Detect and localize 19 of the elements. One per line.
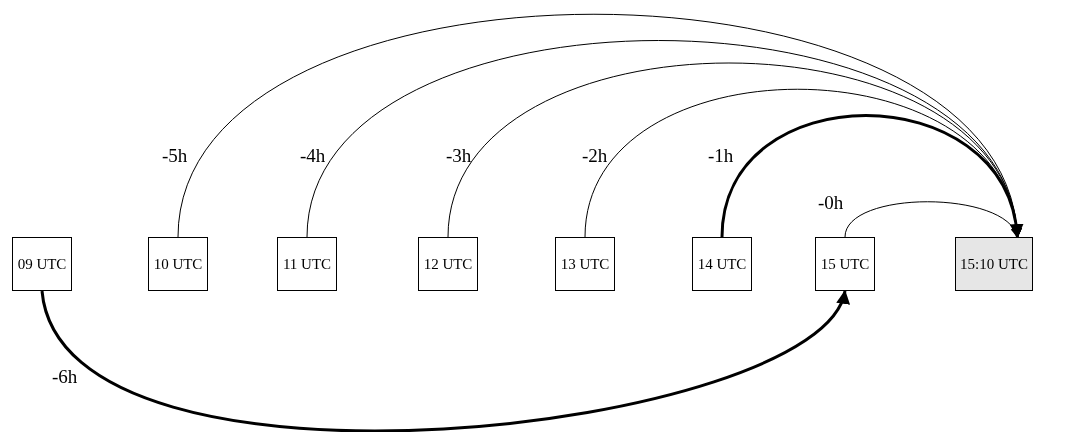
time-box: 15 UTC [815,237,875,291]
edge-label: -5h [162,145,188,167]
time-box: 10 UTC [148,237,208,291]
time-box: 09 UTC [12,237,72,291]
edge-label: -4h [300,145,326,167]
edge-label: -2h [582,145,608,167]
time-box: 13 UTC [555,237,615,291]
time-box: 12 UTC [418,237,478,291]
edge-label: -6h [52,366,78,388]
time-box: 14 UTC [692,237,752,291]
edge-label: -1h [708,145,734,167]
curved-arrow [720,114,1022,238]
curved-arrow [40,290,847,432]
edge-label: -0h [818,192,844,214]
curved-arrow [844,201,1018,238]
time-box: 15:10 UTC [955,237,1033,291]
edge-label: -3h [446,145,472,167]
time-box: 11 UTC [277,237,337,291]
curved-arrow [584,88,1021,238]
